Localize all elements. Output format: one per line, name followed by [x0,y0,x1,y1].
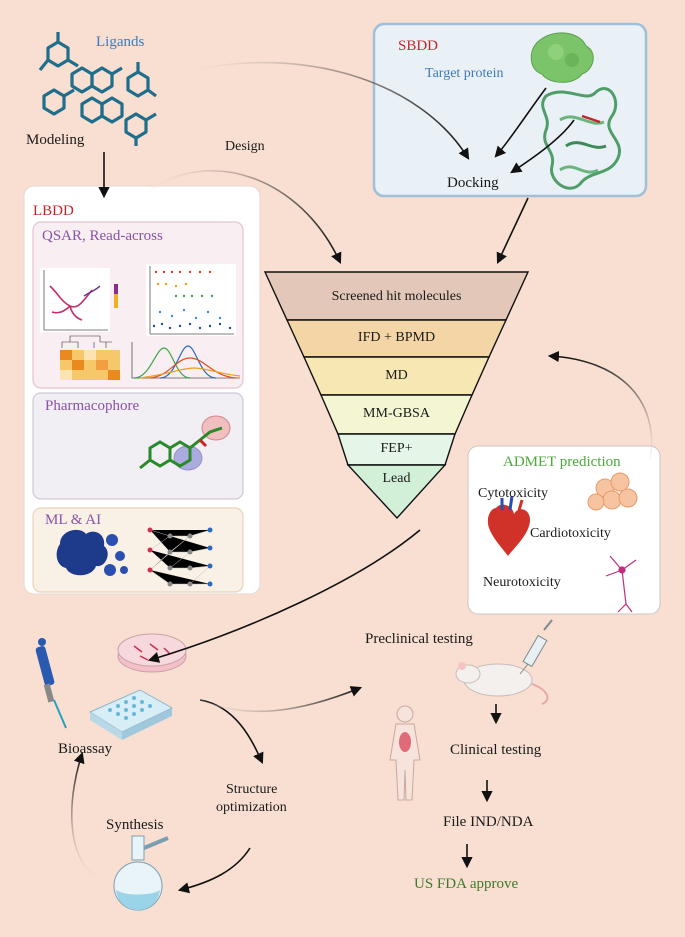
ml-brain-gears-icon [56,529,128,576]
clinical-label: Clinical testing [450,742,542,758]
neurotoxicity-label: Neurotoxicity [483,575,561,590]
synthesis-label: Synthesis [106,817,164,833]
heatmap-icon [60,335,120,380]
design-label: Design [225,139,265,154]
screening-funnel [263,271,530,520]
target-protein-label: Target protein [425,66,504,81]
structure-label-line1: Structure [226,782,278,797]
cytotoxicity-label: Cytotoxicity [478,486,548,501]
docking-label: Docking [447,175,499,191]
heart-icon [487,495,530,556]
ligand-molecules-icon [38,32,157,146]
qsar-title: QSAR, Read-across [42,228,163,244]
file-ind-nda-label: File IND/NDA [443,814,534,830]
human-body-icon [389,705,421,801]
neuron-icon [605,555,637,613]
well-plate-icon [88,689,174,740]
lbdd-title: LBDD [33,203,74,219]
protein-surface-icon [530,32,594,83]
protein-ribbon-icon [541,87,622,190]
pharmacophore-panel [32,392,244,500]
cardiotoxicity-label: Cardiotoxicity [530,526,611,541]
admet-title: ADMET prediction [503,454,621,470]
scatter-plot-icon [146,264,236,336]
mouse-syringe-icon [455,619,553,705]
cell-cluster-icon [587,472,638,511]
neural-network-icon [147,527,213,587]
ligands-title: Ligands [96,34,145,50]
funnel-stage-md: MD [385,368,408,383]
flask-icon [113,835,169,911]
pharmacophore-title: Pharmacophore [45,398,140,414]
distribution-curves-icon [131,342,241,379]
petri-dish-icon [117,633,187,673]
sbdd-title: SBDD [398,38,439,54]
fda-approve-label: US FDA approve [414,876,519,892]
structure-label-line2: optimization [216,800,287,815]
bioassay-label: Bioassay [58,741,113,757]
funnel-stage-mmgbsa: MM-GBSA [363,406,430,421]
funnel-stage-ifd: IFD + BPMD [357,330,436,345]
ml-ai-title: ML & AI [45,512,102,528]
modeling-label: Modeling [26,132,85,148]
funnel-stage-lead: Lead [382,471,411,486]
pipette-icon [35,638,67,729]
preclinical-label: Preclinical testing [365,631,473,647]
funnel-stage-screened: Screened hit molecules [331,289,462,304]
pharmacophore-molecule-icon [139,415,231,471]
funnel-stage-fep: FEP+ [380,441,413,456]
trajectory-plot-icon [40,268,118,332]
